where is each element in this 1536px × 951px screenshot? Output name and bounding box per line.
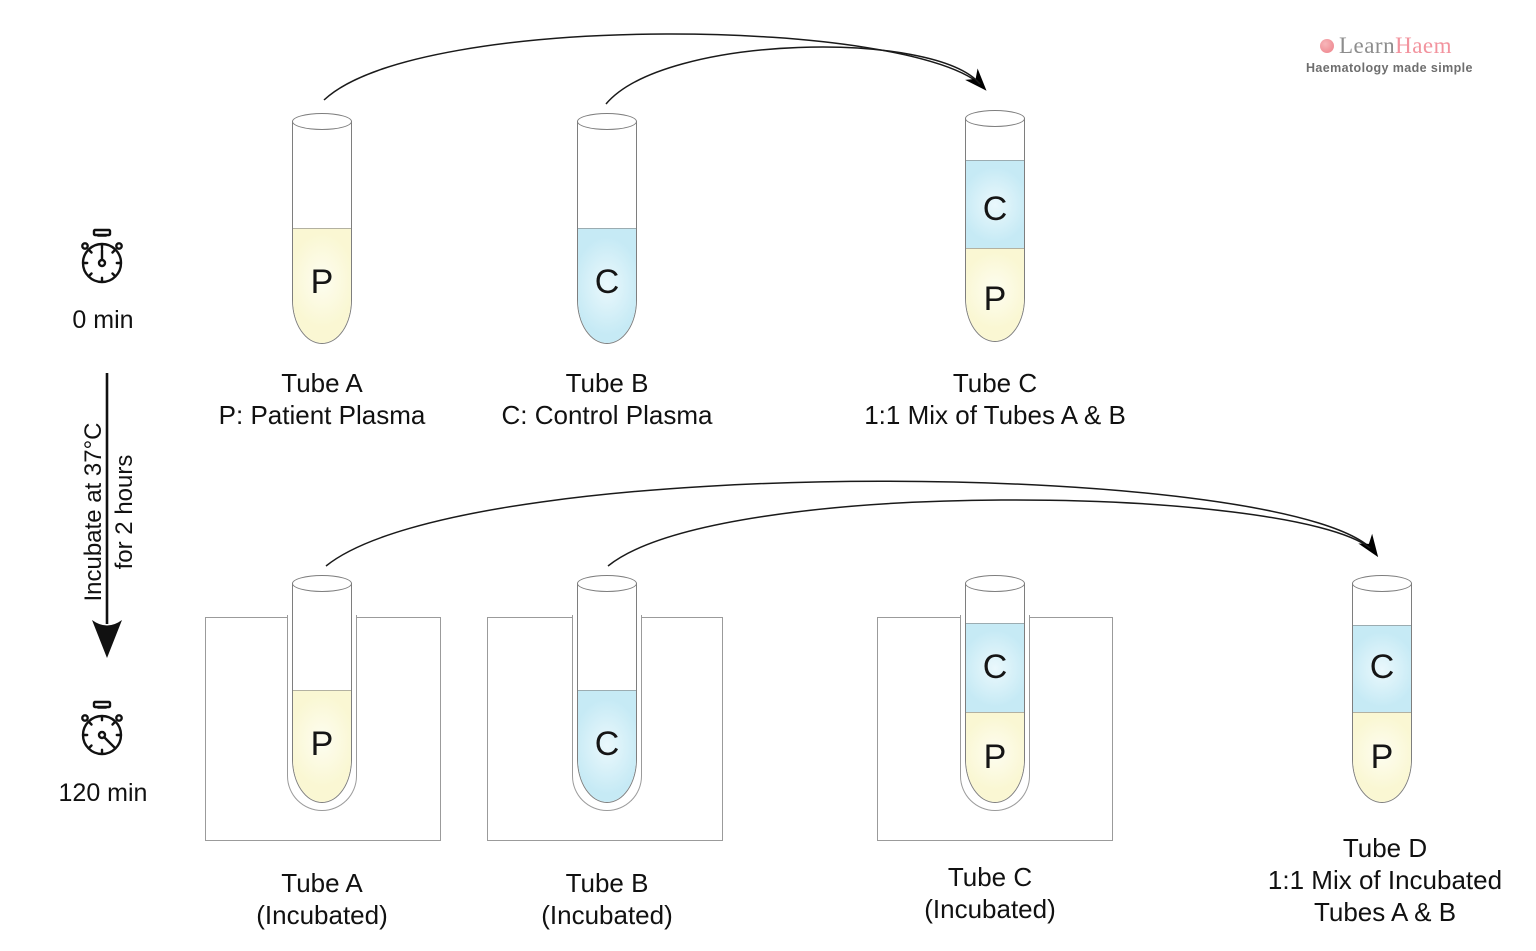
tube-a-title: Tube A <box>281 368 363 398</box>
tube-glass <box>1352 583 1412 803</box>
tube-glass <box>577 121 637 344</box>
tube-glass <box>965 583 1025 803</box>
tube-rim <box>965 110 1025 127</box>
control-plasma-liquid <box>578 228 636 343</box>
tube-a-incubated-subtitle: (Incubated) <box>256 900 388 930</box>
tube-d-subtitle-line1: 1:1 Mix of Incubated <box>1267 865 1503 895</box>
logo-wordmark: LearnHaem <box>1339 33 1452 59</box>
tube-b-incubated-caption: Tube B (Incubated) <box>457 867 757 931</box>
control-plasma-layer <box>966 623 1024 713</box>
tube-a-incubated-caption: Tube A (Incubated) <box>172 867 472 931</box>
tube-c-initial: C P <box>965 110 1025 342</box>
tube-rim <box>577 113 637 130</box>
tube-glass <box>292 583 352 803</box>
tube-glass <box>292 121 352 344</box>
tube-d-subtitle-line2: Tubes A & B <box>1313 897 1457 927</box>
control-plasma-layer <box>1353 625 1411 713</box>
time-120-label: 120 min <box>58 779 148 807</box>
control-plasma-liquid <box>578 690 636 802</box>
stopwatch-icon <box>81 228 123 284</box>
tube-rim <box>292 575 352 592</box>
tube-a-incubated: P <box>292 575 352 803</box>
tube-b-incubated-title: Tube B <box>565 868 649 898</box>
logo-dot-icon <box>1319 39 1334 53</box>
patient-plasma-liquid <box>293 228 351 343</box>
tube-rim <box>577 575 637 592</box>
patient-plasma-layer <box>966 248 1024 341</box>
patient-plasma-layer <box>1353 712 1411 802</box>
tube-d-title: Tube D <box>1342 833 1428 863</box>
tube-c-incubated-caption: Tube C (Incubated) <box>840 861 1140 925</box>
patient-plasma-layer <box>966 712 1024 802</box>
tube-d-caption: Tube D 1:1 Mix of Incubated Tubes A & B <box>1215 832 1536 928</box>
tube-a-incubated-title: Tube A <box>281 868 363 898</box>
control-plasma-layer <box>966 160 1024 249</box>
incubation-label-line2: for 2 hours <box>111 454 138 570</box>
patient-plasma-liquid <box>293 690 351 802</box>
tube-b-incubated: C <box>577 575 637 803</box>
tube-rim <box>965 575 1025 592</box>
arrow-incubatedA-to-tubeD <box>325 480 1379 567</box>
tube-c-incubated-top-letter: C <box>982 648 1008 686</box>
logo-wordmark-pink: Haem <box>1395 33 1453 58</box>
tube-glass <box>965 118 1025 342</box>
tube-b-initial: C <box>577 113 637 344</box>
tube-c-subtitle: 1:1 Mix of Tubes A & B <box>864 400 1126 430</box>
tube-d-top-letter: C <box>1369 648 1395 686</box>
tube-c-incubated-title: Tube C <box>947 862 1033 892</box>
incubation-label-line1: Incubate at 37°C <box>80 422 107 602</box>
tube-a-content-letter: P <box>310 263 334 301</box>
tube-b-caption: Tube B C: Control Plasma <box>457 367 757 431</box>
tube-c-incubated-bottom-letter: P <box>983 738 1007 776</box>
tube-rim <box>1352 575 1412 592</box>
tube-a-incubated-letter: P <box>310 725 334 763</box>
tube-b-incubated-letter: C <box>594 725 620 763</box>
tube-b-subtitle: C: Control Plasma <box>501 400 713 430</box>
arrow-tubeA-to-tubeC <box>323 33 987 101</box>
stopwatch-icon <box>81 700 123 756</box>
tube-rim <box>292 113 352 130</box>
logo-wordmark-gray: Learn <box>1338 33 1396 58</box>
tube-b-content-letter: C <box>594 263 620 301</box>
tube-a-caption: Tube A P: Patient Plasma <box>172 367 472 431</box>
tube-c-bottom-letter: P <box>983 280 1007 318</box>
tube-d-mix: C P <box>1352 575 1412 803</box>
tube-d-bottom-letter: P <box>1370 738 1394 776</box>
tube-c-incubated-subtitle: (Incubated) <box>924 894 1056 924</box>
tube-c-caption: Tube C 1:1 Mix of Tubes A & B <box>845 367 1145 431</box>
tube-c-incubated: C P <box>965 575 1025 803</box>
arrow-incubatedB-to-tubeD <box>607 499 1371 567</box>
tube-a-subtitle: P: Patient Plasma <box>218 400 426 430</box>
tube-c-top-letter: C <box>982 190 1008 228</box>
tube-b-incubated-subtitle: (Incubated) <box>541 900 673 930</box>
tube-b-title: Tube B <box>565 368 649 398</box>
time-zero-label: 0 min <box>72 306 134 334</box>
incubation-label: Incubate at 37°C for 2 hours <box>78 362 140 662</box>
tube-a-initial: P <box>292 113 352 344</box>
tube-glass <box>577 583 637 803</box>
learnhaem-logo: LearnHaem Haematology made simple <box>1306 33 1473 75</box>
logo-tagline: Haematology made simple <box>1306 61 1473 75</box>
tube-c-title: Tube C <box>952 368 1038 398</box>
arrow-tubeB-to-tubeC <box>605 46 981 105</box>
